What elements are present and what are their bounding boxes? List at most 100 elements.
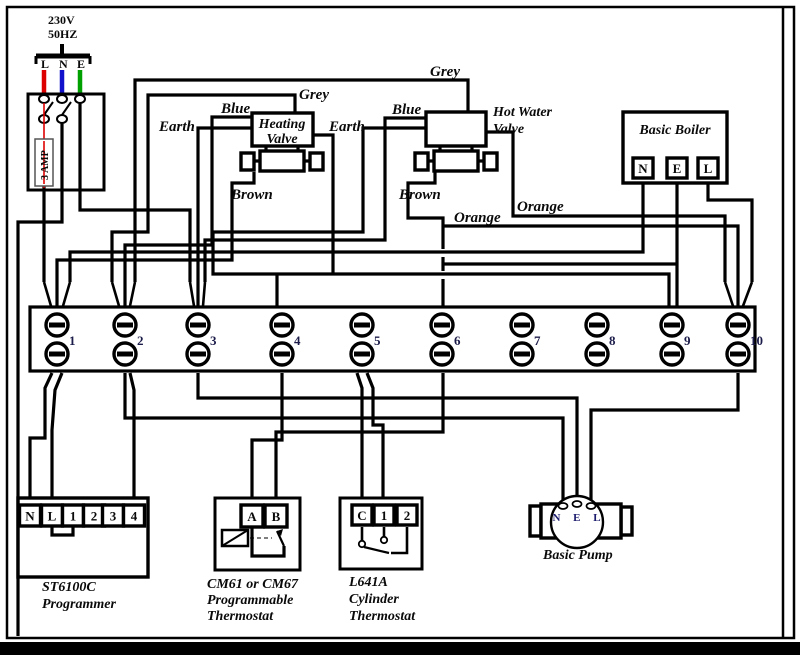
wire-orange-c	[443, 224, 740, 306]
heating-valve: Heating Valve	[239, 111, 325, 173]
heating-valve-box	[250, 111, 315, 148]
valve-motor-end	[413, 151, 430, 172]
strip-terminal-number: 3	[210, 333, 217, 348]
wire-earth-bus	[211, 126, 671, 306]
cylinder-thermostat-terminal-label: 2	[404, 508, 411, 523]
wire-prog-4	[128, 372, 136, 507]
label-orange-right: Orange	[517, 199, 564, 215]
programmer-terminal-4	[121, 503, 147, 528]
cylinder-thermostat-label1: L641A	[348, 575, 388, 590]
room-thermostat-terminal-label: B	[272, 509, 281, 524]
valve-motor-end	[482, 151, 499, 172]
programmer-terminal-label: 1	[70, 509, 77, 524]
valve-motor-body	[432, 149, 480, 173]
label-grey-top: Grey	[430, 64, 460, 80]
wire-funnel	[61, 281, 72, 307]
room-thermostat-label2: Programmable	[207, 593, 293, 608]
switch-blade	[61, 101, 72, 116]
label-grey-inner: Grey	[299, 87, 329, 103]
label-orange-left: Orange	[454, 210, 501, 226]
label-brown-heating: Brown	[230, 187, 273, 203]
pump-terminals-text: N E L	[552, 512, 605, 524]
switch-blade	[363, 545, 390, 555]
wire-boiler-l	[706, 178, 754, 282]
supply-terminal-label: N	[59, 57, 68, 71]
strip-terminal-number: 8	[609, 333, 616, 348]
cylinder-thermostat-terminal-label: 1	[381, 508, 388, 523]
wire-grey-heating	[110, 93, 297, 282]
wire-brown-hotwater	[406, 172, 445, 249]
programmer-label2: Programmer	[42, 597, 116, 612]
cylinder-thermostat-label3: Thermostat	[349, 609, 416, 624]
pump-label: Basic Pump	[542, 548, 613, 563]
label-blue-heating: Blue	[220, 101, 251, 117]
wire-supply-neutral	[16, 122, 64, 636]
sensor-diagonal	[221, 529, 249, 547]
label-blue-hotwater: Blue	[391, 102, 422, 118]
supply-terminal-label: L	[41, 57, 49, 71]
wire-pump-l	[589, 373, 740, 502]
label-earth-heating: Earth	[158, 119, 195, 135]
wire-grey-hotwater	[133, 78, 470, 282]
valve-motor-end	[308, 151, 325, 172]
switch-oval	[56, 114, 68, 124]
outer-border	[5, 5, 796, 640]
programmer-label1: ST6100C	[42, 580, 96, 595]
room-thermostat-label1: CM61 or CM67	[207, 577, 299, 592]
strip-terminal-number: 9	[684, 333, 691, 348]
wire-prog-n	[28, 372, 54, 507]
hot-water-valve: Hot Water Valve	[413, 105, 553, 173]
programmer-link-wire	[50, 527, 75, 537]
switch-arrow	[277, 529, 283, 536]
boiler-terminal-N	[631, 156, 655, 180]
room-thermostat-label3: Thermostat	[207, 609, 274, 624]
wire-boiler-n	[68, 178, 645, 282]
strip-terminal-number: 6	[454, 333, 461, 348]
boiler-terminal-label: N	[638, 161, 648, 176]
hot-water-valve-label2: Valve	[493, 122, 524, 137]
boiler-terminal-label: L	[704, 161, 713, 176]
wire-funnel	[188, 281, 196, 307]
bottom-bar	[0, 642, 800, 655]
wire-orange-a	[486, 130, 727, 282]
cylinder-thermostat-label2: Cylinder	[349, 592, 399, 607]
supply-terminal-label: E	[77, 57, 85, 71]
wire-funnel	[128, 281, 137, 307]
wire-blue-hotwater	[203, 116, 426, 282]
wire-roomstat-a	[250, 373, 284, 507]
programmer-terminal-label: 3	[110, 509, 117, 524]
boiler-terminal-label: E	[673, 161, 682, 176]
heating-valve-label1: Heating	[258, 117, 306, 132]
supply-box	[26, 92, 106, 192]
cylinder-thermostat-terminal-1	[372, 503, 396, 527]
switch-blade	[43, 101, 54, 116]
pump-terminal	[557, 502, 569, 510]
supply-frequency-label: 50HZ	[48, 27, 77, 41]
terminal-oval	[74, 94, 86, 104]
label-earth-hotwater: Earth	[328, 119, 365, 135]
wire-heating-right-stub	[313, 133, 335, 274]
pump-terminal	[571, 500, 583, 508]
wire-labels: Grey Grey Blue Blue Earth Earth Brown Br…	[158, 64, 564, 226]
wire-funnel	[741, 281, 754, 307]
wire-prog-l	[50, 372, 64, 507]
cylinder-thermostat-terminal-label: C	[357, 508, 366, 523]
strip-terminal-number: 10	[750, 333, 763, 348]
supply-voltage-label: 230V	[48, 13, 75, 27]
terminal-oval	[38, 94, 50, 104]
switch-blade	[276, 530, 285, 547]
wire-funnel	[201, 281, 207, 307]
strip-terminal-number: 5	[374, 333, 381, 348]
